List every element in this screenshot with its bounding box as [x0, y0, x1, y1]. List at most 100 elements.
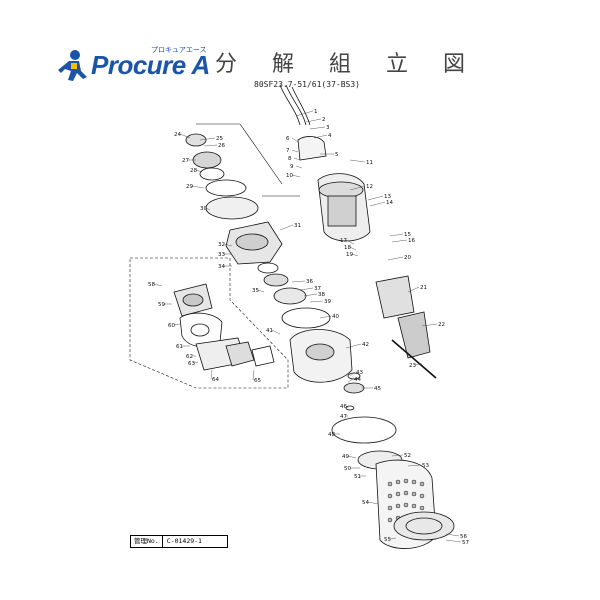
leader-line-13 — [367, 195, 384, 201]
leader-line-39 — [309, 300, 324, 303]
leader-line-15 — [389, 233, 404, 237]
part-callout-12: 12 — [366, 184, 373, 190]
part-callout-27: 27 — [182, 158, 189, 164]
leader-line-46 — [345, 405, 349, 409]
part-callout-50: 50 — [344, 466, 351, 472]
management-number-box: 管理No. C-01429-1 — [130, 535, 228, 548]
leader-line-22 — [421, 323, 438, 327]
part-callout-64: 64 — [212, 377, 219, 383]
runner-mascot-icon — [58, 50, 87, 81]
part-callout-53: 53 — [422, 463, 429, 469]
leader-line-23 — [414, 363, 423, 366]
leader-line-16 — [391, 239, 408, 243]
part-callout-16: 16 — [408, 238, 415, 244]
leader-line-49 — [347, 455, 357, 459]
part-callout-26: 26 — [218, 143, 225, 149]
leader-line-37 — [299, 287, 314, 291]
part-callout-3: 3 — [326, 125, 330, 131]
part-callout-40: 40 — [332, 314, 339, 320]
part-callout-29: 29 — [186, 184, 193, 190]
part-callout-25: 25 — [216, 136, 223, 142]
part-callout-45: 45 — [374, 386, 381, 392]
mgmt-value: C-01429-1 — [166, 537, 202, 545]
leader-line-52 — [391, 454, 404, 457]
logo-text: Procure A — [91, 50, 210, 80]
leader-line-40 — [319, 315, 332, 319]
leader-line-1 — [295, 110, 314, 117]
mgmt-label: 管理No. — [131, 536, 163, 547]
leader-line-20 — [387, 256, 404, 261]
part-callout-13: 13 — [384, 194, 391, 200]
part-callout-18: 18 — [344, 245, 351, 251]
part-callout-8: 8 — [288, 156, 292, 162]
part-callout-55: 55 — [384, 537, 391, 543]
leader-line-42 — [345, 343, 362, 349]
part-callout-49: 49 — [342, 454, 349, 460]
leader-line-19 — [351, 253, 359, 257]
part-callout-57: 57 — [462, 540, 469, 546]
part-callout-33: 33 — [218, 252, 225, 258]
part-callout-34: 34 — [218, 264, 225, 270]
leader-line-44 — [347, 378, 354, 383]
part-callout-48: 48 — [328, 432, 335, 438]
leader-line-28 — [195, 169, 203, 173]
leader-line-30 — [205, 207, 211, 211]
leader-line-11 — [349, 159, 366, 163]
leader-line-35 — [257, 289, 265, 293]
part-callout-56: 56 — [460, 534, 467, 540]
leader-line-14 — [369, 201, 386, 207]
leader-line-53 — [407, 464, 422, 467]
leader-line-41 — [271, 329, 281, 335]
part-callout-39: 39 — [324, 299, 331, 305]
leader-line-4 — [313, 134, 328, 139]
part-callout-23: 23 — [409, 363, 416, 369]
part-callout-4: 4 — [328, 133, 332, 139]
leader-line-26 — [203, 144, 218, 147]
part-callout-52: 52 — [404, 453, 411, 459]
procure-a-logo: Procure A プロキュアエース — [55, 46, 210, 83]
part-callout-30: 30 — [200, 206, 207, 212]
part-callout-61: 61 — [176, 344, 183, 350]
leader-line-63 — [193, 361, 199, 364]
leader-line-12 — [349, 185, 366, 191]
part-callout-44: 44 — [354, 377, 361, 383]
leader-line-36 — [291, 280, 306, 283]
leader-lines — [153, 110, 462, 543]
part-callout-47: 47 — [340, 414, 347, 420]
part-callout-60: 60 — [168, 323, 175, 329]
part-callout-38: 38 — [318, 292, 325, 298]
leader-line-6 — [291, 137, 299, 143]
leader-line-17 — [345, 239, 355, 245]
leader-line-58 — [153, 283, 163, 287]
leader-line-7 — [291, 149, 299, 153]
part-callout-2: 2 — [322, 117, 326, 123]
leader-line-65 — [252, 369, 255, 381]
part-callout-10: 10 — [286, 173, 293, 179]
part-callout-5: 5 — [335, 152, 339, 158]
part-callout-36: 36 — [306, 279, 313, 285]
leader-line-8 — [293, 157, 301, 161]
part-callout-65: 65 — [254, 378, 261, 384]
page-title: 分 解 組 立 図 — [215, 52, 479, 77]
part-illustrations — [129, 84, 455, 549]
model-number: 80SF23.7-51/61(37-BS3) — [254, 80, 360, 89]
leader-line-10 — [291, 174, 301, 178]
part-callout-17: 17 — [340, 238, 347, 244]
part-callout-19: 19 — [346, 252, 353, 258]
part-callout-37: 37 — [314, 286, 321, 292]
part-callout-20: 20 — [404, 255, 411, 261]
leader-line-3 — [309, 126, 326, 130]
part-callout-46: 46 — [340, 404, 347, 410]
part-callout-7: 7 — [286, 148, 290, 154]
leader-line-9 — [295, 165, 303, 169]
part-callout-62: 62 — [186, 354, 193, 360]
logo-ruby: プロキュアエース — [151, 46, 207, 54]
part-callout-9: 9 — [290, 164, 294, 170]
leader-line-56 — [445, 533, 460, 537]
part-callout-1: 1 — [314, 109, 318, 115]
part-callout-63: 63 — [188, 361, 195, 367]
leader-line-43 — [349, 371, 356, 377]
